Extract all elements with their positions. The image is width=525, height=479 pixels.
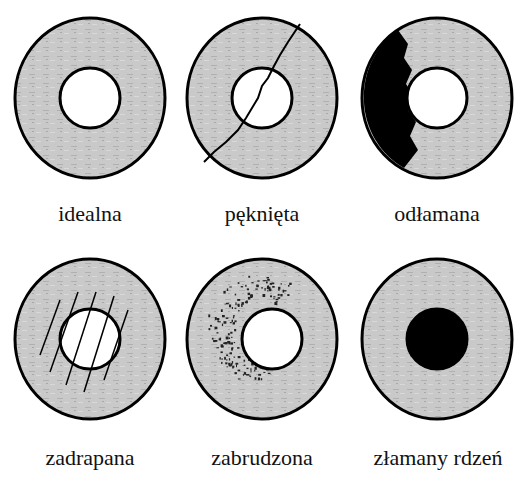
wheel-cracked bbox=[187, 18, 337, 178]
wheel-chipped bbox=[362, 18, 512, 178]
wheel-label: odłamana bbox=[394, 202, 480, 226]
wheel-dirty bbox=[187, 259, 337, 419]
wheel-label: pęknięta bbox=[225, 202, 300, 226]
wheel-label: zabrudzona bbox=[211, 446, 312, 470]
wheel-label: idealna bbox=[58, 202, 122, 226]
wheel-scratched bbox=[15, 259, 165, 419]
wheel-label: zadrapana bbox=[45, 446, 134, 470]
wheel-broken-core bbox=[362, 259, 512, 419]
wheel-ideal bbox=[15, 18, 165, 178]
wheel-label: złamany rdzeń bbox=[374, 446, 503, 470]
